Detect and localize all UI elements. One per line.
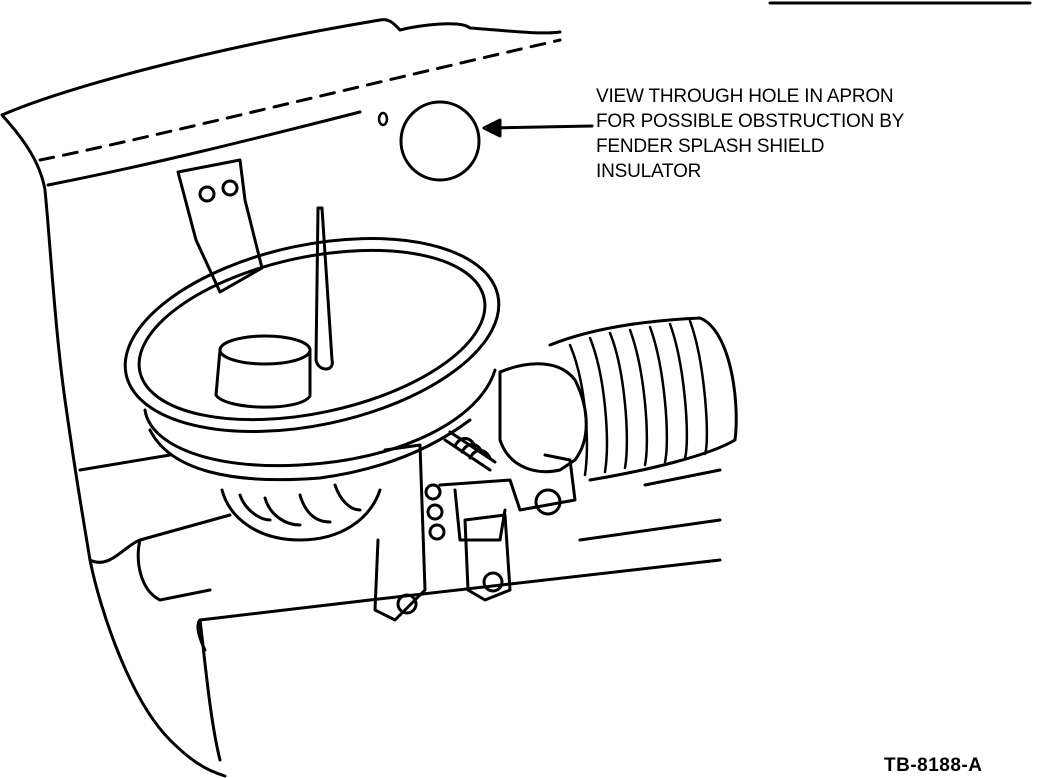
duct-hose-right: [548, 316, 738, 482]
washer-1: [424, 483, 442, 501]
air-cleaner-rim-outer: [123, 237, 501, 433]
callout-arrow-line: [490, 124, 594, 130]
bracket-bolt-2: [221, 179, 239, 197]
callout-line-2: FOR POSSIBLE OBSTRUCTION BY: [596, 111, 905, 132]
callout-line-4: INSULATOR: [596, 161, 702, 182]
mounting-leg-left: [373, 443, 427, 622]
leg-bolt-right: [482, 571, 504, 593]
valve-bolt: [534, 488, 562, 516]
figure-id: TB-8188-A: [884, 755, 983, 776]
leg-bolt-left: [396, 593, 418, 615]
air-cleaner-bowl: [143, 368, 497, 468]
apron-seam: [46, 110, 362, 187]
apron-seam-dashed: [38, 38, 562, 162]
mounting-leg-right: [463, 513, 512, 602]
inlet-tube-top: [218, 334, 312, 366]
air-cleaner-base: [148, 418, 472, 482]
small-hole: [377, 111, 389, 127]
valve-bracket: [438, 453, 577, 542]
sensor-rod: [314, 206, 334, 371]
washer-3: [428, 523, 446, 541]
bracket-bolt-1: [198, 185, 216, 203]
valve-housing: [498, 362, 588, 474]
washer-2: [426, 503, 444, 521]
view-hole: [399, 100, 481, 182]
duct-hose-ribs: [568, 319, 709, 477]
callout-arrowhead: [482, 118, 502, 138]
air-cleaner-rim-inner: [137, 248, 487, 422]
lower-panel-inner: [196, 618, 207, 652]
duct-hose-left: [220, 483, 382, 542]
callout-line-3: FENDER SPLASH SHIELD: [596, 136, 825, 157]
lower-panel: [78, 453, 722, 762]
callout-line-1: VIEW THROUGH HOLE IN APRON: [596, 86, 894, 107]
inlet-tube-body: [214, 348, 312, 409]
callout-text: VIEW THROUGH HOLE IN APRON FOR POSSIBLE …: [596, 84, 976, 184]
thermal-sensor-spring: [443, 430, 497, 472]
fender-apron-outline: [0, 18, 562, 778]
